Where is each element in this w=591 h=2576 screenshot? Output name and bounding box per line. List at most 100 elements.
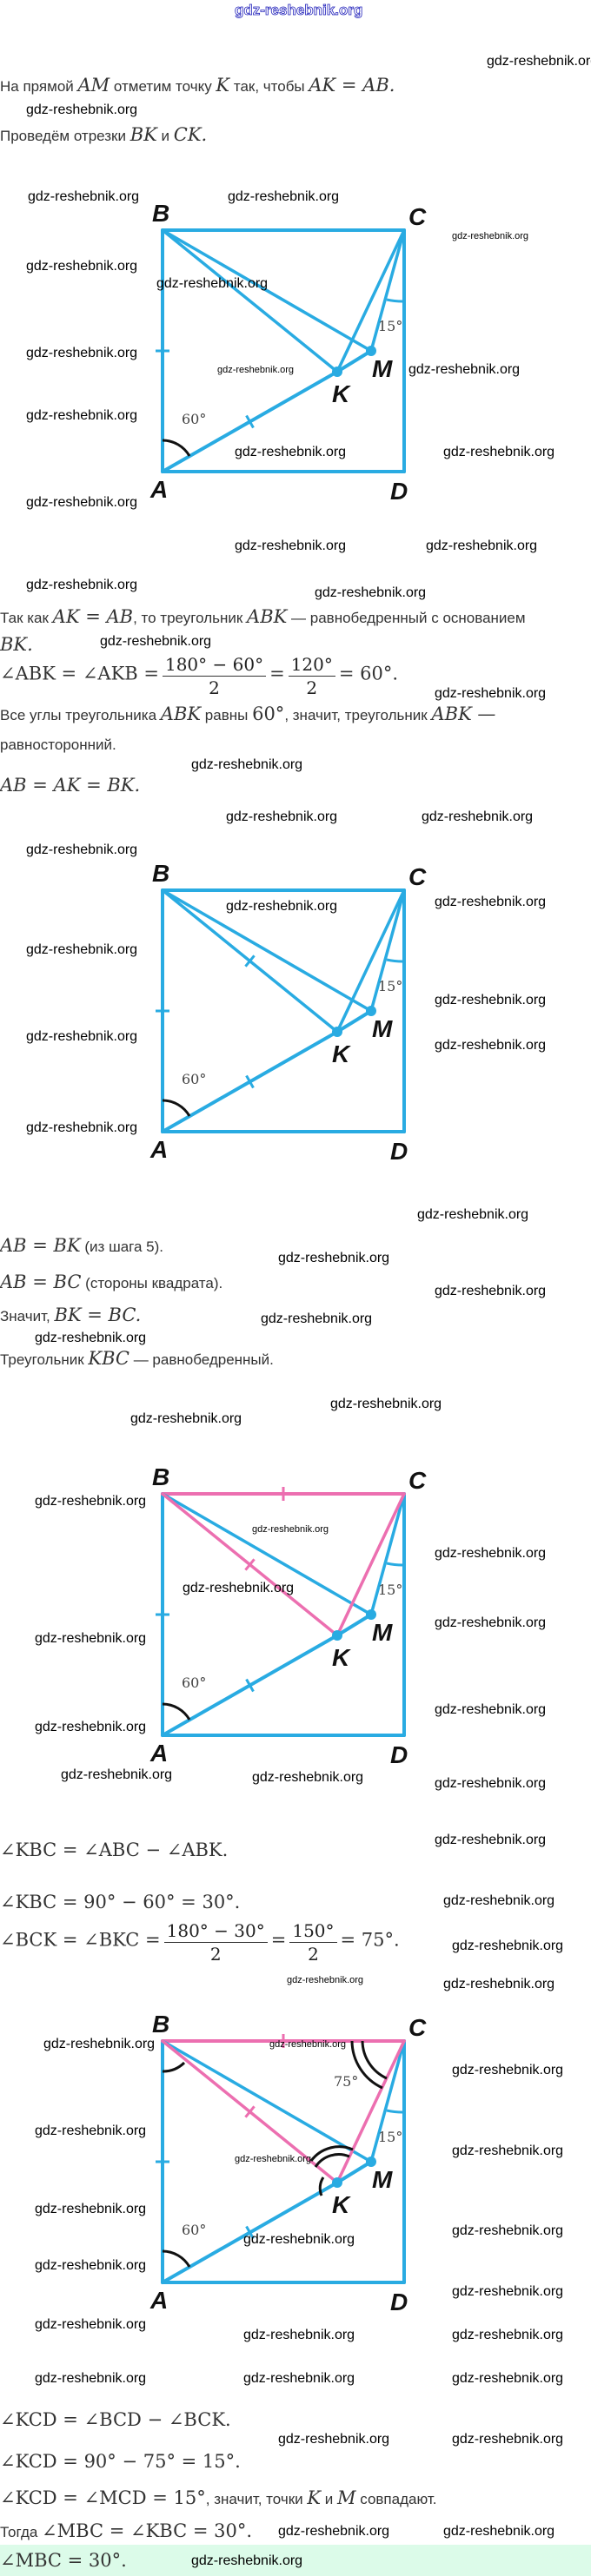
point-label-m: M — [372, 1015, 393, 1042]
watermark: gdz-reshebnik.org — [26, 102, 138, 117]
segment-km — [335, 1613, 373, 1637]
watermark: gdz-reshebnik.org — [408, 362, 521, 377]
denominator: 2 — [308, 1944, 319, 1965]
step2-line1: Так как AK = AB, то треугольник ABK — ра… — [0, 606, 526, 627]
text: , значит, точки — [205, 2491, 308, 2507]
watermark: gdz-reshebnik.org — [435, 686, 547, 701]
watermark: gdz-reshebnik.org — [235, 538, 347, 553]
math: ABK — — [431, 703, 496, 724]
watermark: gdz-reshebnik.org — [452, 2063, 564, 2077]
text: На прямой — [0, 78, 78, 95]
math: M — [337, 2487, 356, 2508]
step4-line1: ∠KBC = ∠ABC − ∠ABK. — [0, 1840, 229, 1860]
angle-15-label: 15° — [378, 1582, 402, 1598]
watermark: gdz-reshebnik.org — [191, 757, 303, 772]
fraction: 180° − 60°2 — [162, 653, 267, 699]
watermark: gdz-reshebnik.org — [452, 2432, 564, 2447]
text: — равнобедренный с основанием — [287, 610, 526, 626]
angle-arc-60 — [162, 1099, 191, 1117]
point-label-k: K — [332, 1644, 351, 1671]
watermark: gdz-reshebnik.org — [443, 1977, 555, 1991]
vertex-label-d: D — [390, 478, 408, 505]
math: AK = AB — [52, 606, 134, 627]
watermark: gdz-reshebnik.org — [35, 1720, 147, 1734]
watermark: gdz-reshebnik.org — [35, 1331, 147, 1345]
point-label-k: K — [332, 1040, 351, 1067]
math: = — [269, 663, 285, 684]
equal-tick-mark — [244, 1558, 256, 1571]
watermark: gdz-reshebnik.org — [452, 2223, 564, 2238]
watermark: gdz-reshebnik.org — [26, 408, 138, 423]
point-k — [332, 2177, 342, 2188]
angle-60-label: 60° — [182, 1071, 206, 1087]
watermark: gdz-reshebnik.org — [26, 1120, 138, 1135]
step5-line2: ∠KCD = 90° − 75° = 15°. — [0, 2451, 241, 2472]
math: = — [270, 1929, 287, 1951]
point-m — [366, 1609, 376, 1620]
vertex-label-c: C — [408, 863, 427, 890]
numerator: 150° — [289, 1919, 337, 1943]
math: AB = BC — [0, 1271, 82, 1292]
text: , значит, треугольник — [284, 707, 432, 723]
angle-60-label: 60° — [182, 411, 206, 427]
watermark: gdz-reshebnik.org — [487, 54, 591, 69]
segment-bm — [161, 2039, 373, 2163]
watermark: gdz-reshebnik.org — [452, 2284, 564, 2299]
fraction: 180° − 30°2 — [163, 1919, 268, 1965]
text: — равнобедренный. — [129, 1351, 274, 1368]
answer-text: ∠MBC = 30°. — [0, 2550, 127, 2571]
math: ∠KCD = ∠MCD = 15° — [0, 2487, 206, 2508]
math: AM — [77, 75, 110, 96]
angle-arc-15 — [386, 958, 405, 963]
watermark: gdz-reshebnik.org — [330, 1397, 442, 1411]
watermark: gdz-reshebnik.org — [26, 842, 138, 857]
watermark: gdz-reshebnik.org — [452, 1939, 564, 1953]
angle-arc-15 — [386, 2109, 405, 2114]
watermark: gdz-reshebnik.org — [443, 1893, 555, 1908]
segment-cm — [369, 1492, 406, 1616]
angle-arc-15 — [386, 298, 405, 303]
watermark: gdz-reshebnik.org — [452, 2371, 564, 2386]
watermark: gdz-reshebnik.org — [26, 495, 138, 510]
angle-arc-15 — [386, 1562, 405, 1567]
vertex-label-d: D — [390, 2289, 408, 2315]
text: Проведём отрезки — [0, 128, 130, 144]
watermark: gdz-reshebnik.org — [435, 1776, 547, 1791]
text: Тогда — [0, 2524, 43, 2540]
math: ABK — [160, 703, 202, 724]
text: так, чтобы — [229, 78, 309, 95]
site-logo[interactable]: gdz-reshebnik.org — [235, 2, 363, 19]
vertex-label-c: C — [408, 2014, 427, 2041]
vertex-label-a: A — [149, 1740, 168, 1767]
step5-line1: ∠KCD = ∠BCD − ∠BCK. — [0, 2409, 231, 2430]
watermark: gdz-reshebnik.org — [252, 1524, 329, 1535]
math: K — [307, 2487, 322, 2508]
point-label-m: M — [372, 355, 393, 382]
step1-line1: На прямой AM отметим точку K так, чтобы … — [0, 75, 395, 96]
step3-line4: Треугольник KBC — равнобедренный. — [0, 1348, 274, 1369]
math: ABK — [247, 606, 288, 627]
segment-cm — [369, 228, 406, 353]
watermark: gdz-reshebnik.org — [452, 2143, 564, 2158]
step3-line1: AB = BK (из шага 5). — [0, 1235, 163, 1256]
watermark: gdz-reshebnik.org — [435, 1702, 547, 1717]
watermark: gdz-reshebnik.org — [426, 538, 538, 553]
angle-60-label: 60° — [182, 2222, 206, 2238]
segment-cm — [369, 888, 406, 1013]
text: и — [156, 128, 174, 144]
point-label-k: K — [332, 380, 351, 407]
watermark: gdz-reshebnik.org — [235, 2154, 312, 2164]
watermark: gdz-reshebnik.org — [435, 1546, 547, 1561]
watermark: gdz-reshebnik.org — [26, 346, 138, 360]
vertex-label-a: A — [149, 476, 168, 503]
watermark: gdz-reshebnik.org — [435, 895, 547, 909]
angle-75-label: 75° — [334, 2073, 358, 2090]
angle-arc-akb — [318, 2176, 325, 2196]
point-k — [332, 1630, 342, 1641]
watermark: gdz-reshebnik.org — [435, 1615, 547, 1630]
text: совпадают. — [355, 2491, 437, 2507]
watermark: gdz-reshebnik.org — [228, 189, 340, 204]
angle-arc-abk — [162, 2061, 186, 2073]
step2-line2: BK. — [0, 634, 33, 655]
text: , то треугольник — [133, 610, 248, 626]
